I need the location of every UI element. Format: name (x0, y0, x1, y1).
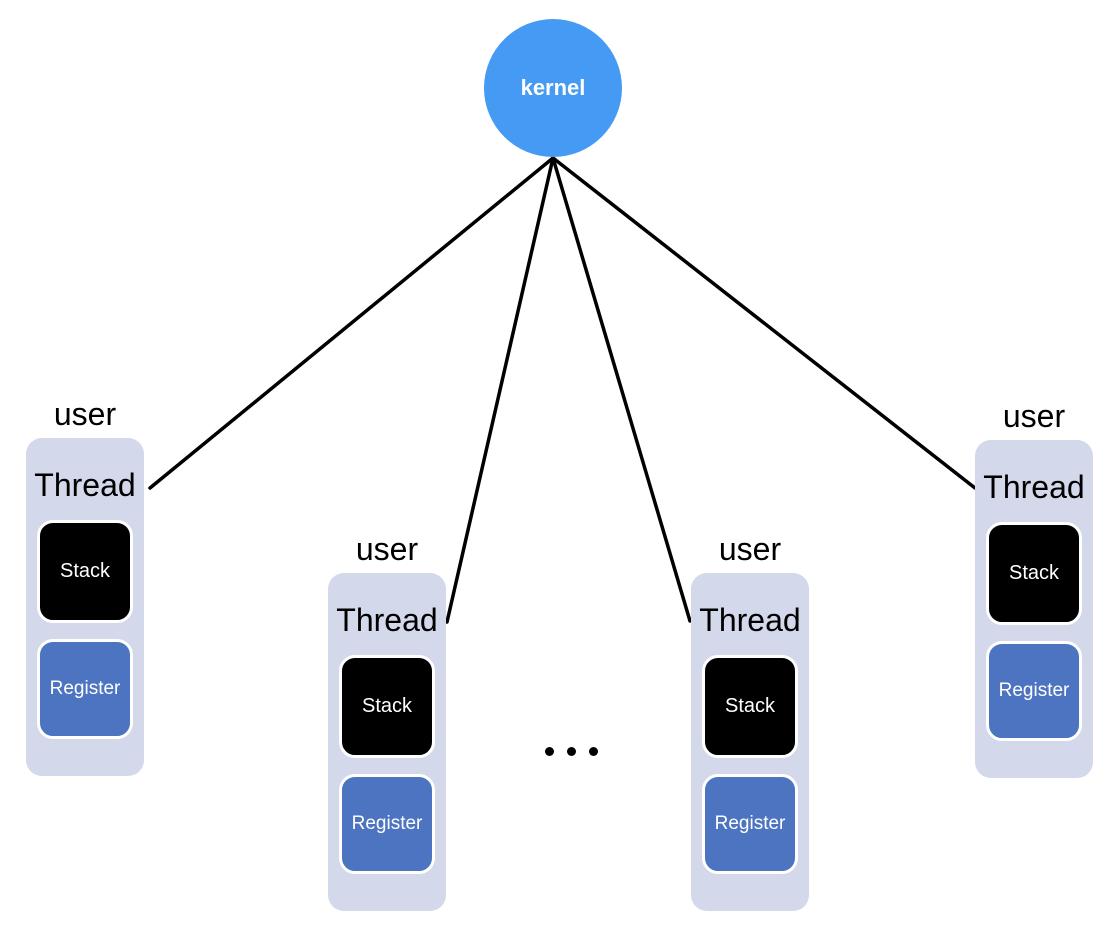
ellipsis-dot (567, 747, 576, 756)
thread-group-4: user Thread Stack Register (975, 396, 1093, 778)
thread-label: Thread (336, 602, 438, 638)
connector-line-thread-4 (551, 156, 977, 490)
ellipsis-icon (545, 747, 598, 756)
stack-box: Stack (339, 655, 435, 758)
user-label: user (1002, 398, 1066, 434)
register-label: Register (351, 813, 423, 834)
stack-label: Stack (724, 695, 776, 717)
connector-line-thread-2 (445, 156, 555, 624)
ellipsis-dot (589, 747, 598, 756)
register-label: Register (49, 678, 121, 699)
thread-container: Thread Stack Register (328, 573, 446, 911)
kernel-label: kernel (520, 75, 586, 100)
register-box: Register (339, 774, 435, 874)
ellipsis-dot (545, 747, 554, 756)
thread-container: Thread Stack Register (26, 438, 144, 776)
thread-group-3: user Thread Stack Register (691, 529, 809, 911)
stack-label: Stack (361, 695, 413, 717)
stack-box: Stack (37, 520, 133, 623)
stack-label: Stack (1008, 562, 1060, 584)
thread-label: Thread (699, 602, 801, 638)
thread-container: Thread Stack Register (975, 440, 1093, 778)
register-label: Register (714, 813, 786, 834)
register-label: Register (998, 680, 1070, 701)
kernel-node: kernel (484, 19, 622, 157)
user-label: user (718, 531, 782, 567)
thread-label: Thread (983, 469, 1085, 505)
user-label: user (355, 531, 419, 567)
thread-group-1: user Thread Stack Register (26, 394, 144, 776)
register-box: Register (37, 639, 133, 739)
stack-label: Stack (59, 560, 111, 582)
connector-line-thread-1 (148, 156, 555, 490)
stack-box: Stack (702, 655, 798, 758)
register-box: Register (702, 774, 798, 874)
thread-container: Thread Stack Register (691, 573, 809, 911)
connector-line-thread-3 (551, 156, 692, 623)
thread-group-2: user Thread Stack Register (328, 529, 446, 911)
user-label: user (53, 396, 117, 432)
register-box: Register (986, 641, 1082, 741)
thread-label: Thread (34, 467, 136, 503)
stack-box: Stack (986, 522, 1082, 625)
